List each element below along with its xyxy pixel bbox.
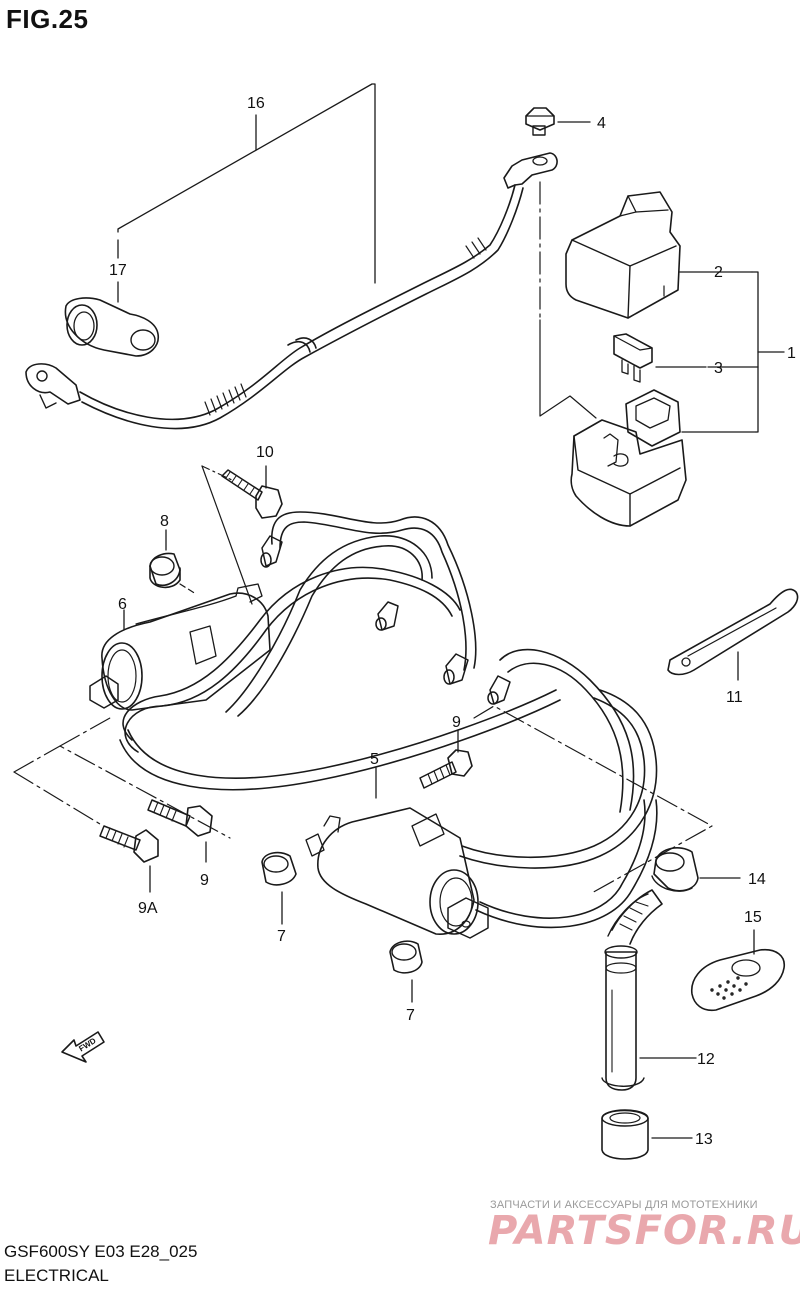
bolt-4 xyxy=(525,107,591,136)
ref-label-9A: 9A xyxy=(138,900,158,917)
starter-relay-1 xyxy=(570,271,785,527)
ref-label-14: 14 xyxy=(748,871,766,888)
ref-label-15: 15 xyxy=(744,909,762,926)
section-name: ELECTRICAL xyxy=(4,1266,109,1285)
ignition-coil-5 xyxy=(305,767,489,939)
terminal-cover-17 xyxy=(64,239,160,357)
ref-label-4: 4 xyxy=(597,115,606,132)
ref-label-17: 17 xyxy=(109,262,127,279)
cover-pad-15 xyxy=(691,929,785,1012)
ignition-coil-6 xyxy=(89,583,271,711)
ref-label-12: 12 xyxy=(697,1051,715,1068)
collar-7-right xyxy=(389,940,423,1003)
watermark-tagline: ЗАПЧАСТИ И АКСЕССУАРЫ ДЛЯ МОТОТЕХНИКИ xyxy=(490,1199,758,1211)
collar-7-left xyxy=(261,851,297,925)
ref-label-6: 6 xyxy=(118,596,127,613)
plug-cap-12 xyxy=(601,889,697,1091)
ref-label-7b: 7 xyxy=(406,1007,415,1024)
grommet-14 xyxy=(651,847,741,892)
band-11 xyxy=(667,588,799,681)
figure-title: FIG.25 xyxy=(6,4,89,34)
ref-label-2: 2 xyxy=(714,264,723,281)
bolt-10 xyxy=(221,465,283,519)
bolt-9a xyxy=(99,825,159,893)
ref-label-7a: 7 xyxy=(277,928,286,945)
seal-13 xyxy=(601,1109,693,1160)
lead-end-caps xyxy=(260,535,511,705)
ref-label-13: 13 xyxy=(695,1131,713,1148)
ref-label-3: 3 xyxy=(714,360,723,377)
fuse-3 xyxy=(613,333,707,383)
collar-8 xyxy=(149,529,197,595)
ref-label-5: 5 xyxy=(370,751,379,768)
bolt-9-left xyxy=(147,799,213,863)
model-code: GSF600SY E03 E28_025 xyxy=(4,1242,198,1261)
watermark-logo: PARTSFOR.RU xyxy=(488,1208,800,1254)
ref-label-9b: 9 xyxy=(200,872,209,889)
ref-label-9a: 9 xyxy=(452,714,461,731)
ref-label-1: 1 xyxy=(787,345,796,362)
ref-label-8: 8 xyxy=(160,513,169,530)
relay-cover-2 xyxy=(565,191,753,319)
battery-cable-16 xyxy=(25,83,558,430)
ref-label-10: 10 xyxy=(256,444,274,461)
fwd-arrow-icon: FWD xyxy=(61,1031,105,1063)
ref-label-11: 11 xyxy=(726,689,743,706)
bolt-9-upper xyxy=(419,729,473,789)
high-tension-leads xyxy=(119,511,658,929)
ref-label-16: 16 xyxy=(247,95,265,112)
